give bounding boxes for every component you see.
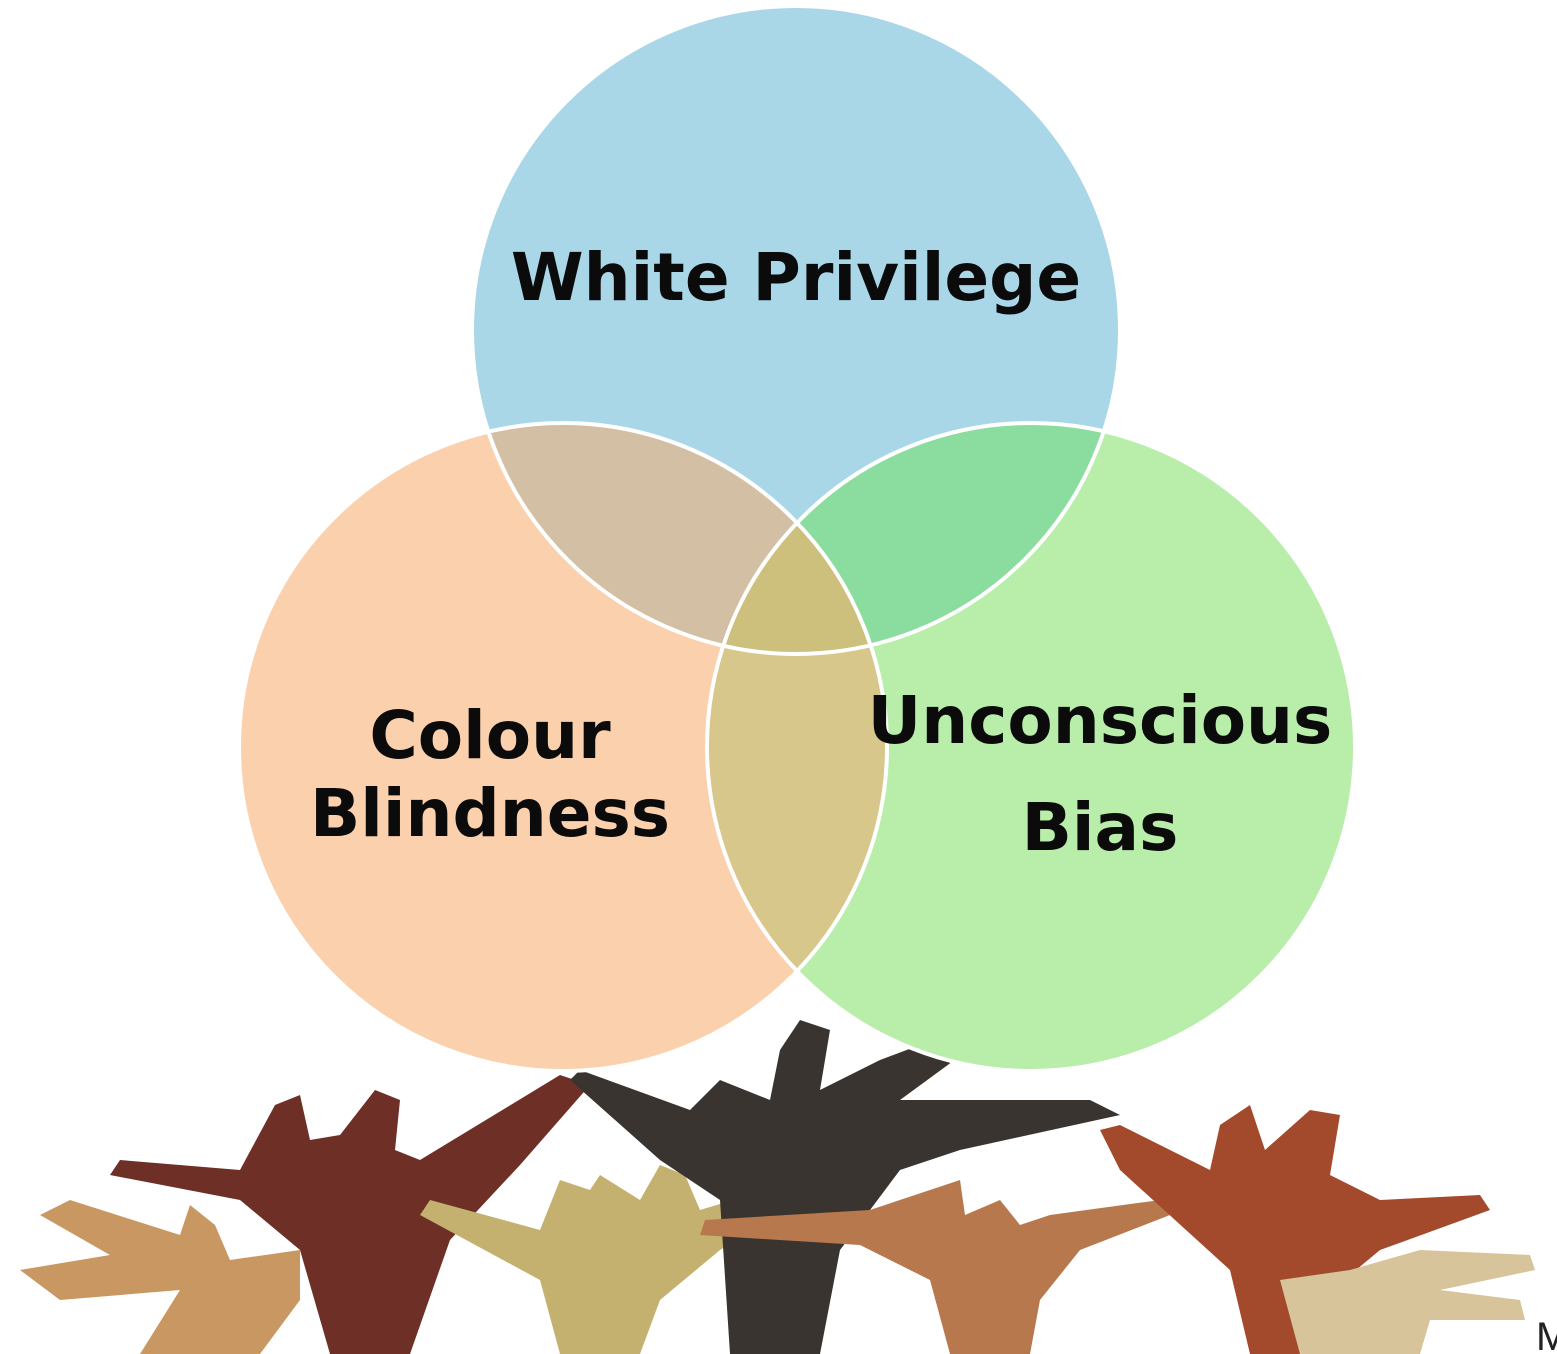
overlap-top-right [707, 423, 1120, 654]
hand-icon [420, 1165, 810, 1354]
hand-icon [20, 1200, 300, 1354]
label-unconscious-bias-line1: Unconscious [868, 682, 1333, 759]
raised-hands-illustration [20, 1020, 1535, 1354]
hand-icon [1100, 1105, 1490, 1354]
hand-icon [700, 1180, 1170, 1354]
corner-watermark-text: M [1536, 1315, 1557, 1354]
hand-icon [1280, 1250, 1535, 1354]
label-unconscious-bias-line2: Bias [1022, 789, 1179, 866]
hand-icon [110, 1075, 590, 1354]
label-colour-blindness-line2: Blindness [310, 775, 670, 852]
hand-icon [570, 1020, 1120, 1354]
venn-diagram [237, 4, 1357, 1073]
circle-outline [705, 421, 1357, 1073]
label-colour-blindness-line1: Colour [369, 697, 611, 774]
overlap-top-left [472, 423, 887, 654]
label-white-privilege: White Privilege [511, 239, 1081, 316]
circle-outline [237, 421, 889, 1073]
circle-outline [470, 4, 1122, 656]
